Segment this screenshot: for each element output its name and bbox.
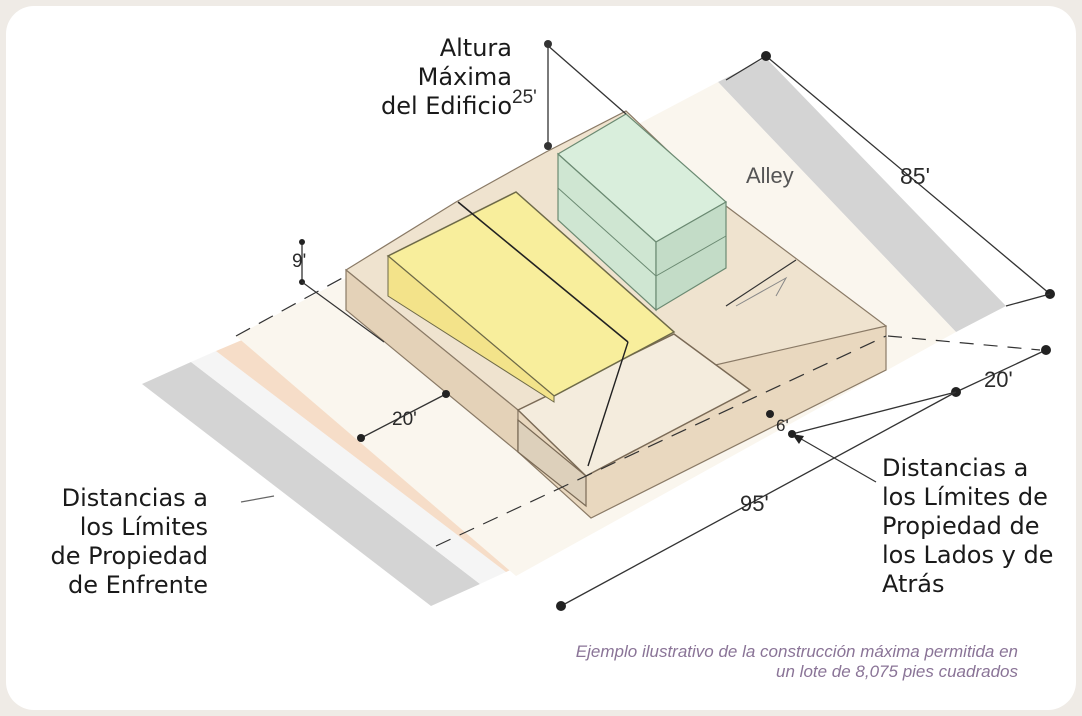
diagram-card: Altura Máxima del Edificio Distancias a …: [6, 6, 1076, 710]
max-height-label: Altura Máxima del Edificio: [380, 34, 512, 120]
alley: [718, 58, 1006, 332]
side-setback-dimension: 9': [292, 251, 307, 272]
small-side-dimension: 6': [776, 416, 789, 435]
height-dimension: 25': [512, 87, 537, 108]
depth-dimension: 95': [740, 491, 769, 516]
alley-label: Alley: [746, 163, 794, 188]
rear-setback-dimension: 20': [984, 367, 1013, 392]
width-dimension: 85': [900, 163, 930, 189]
street: [142, 362, 480, 606]
front-setback-dimension: 20': [392, 409, 417, 430]
sidewalk: [191, 351, 506, 584]
front-setback-label: Distancias a los Límites de Propiedad de…: [50, 484, 208, 599]
caption: Ejemplo ilustrativo de la construcción m…: [575, 642, 1018, 681]
building-yellow-face: [387, 254, 555, 403]
lot-diagram: [142, 40, 1055, 611]
side-rear-setback-label: Distancias a los Límites de Propiedad de…: [882, 454, 1054, 598]
garage-face: [517, 418, 587, 508]
